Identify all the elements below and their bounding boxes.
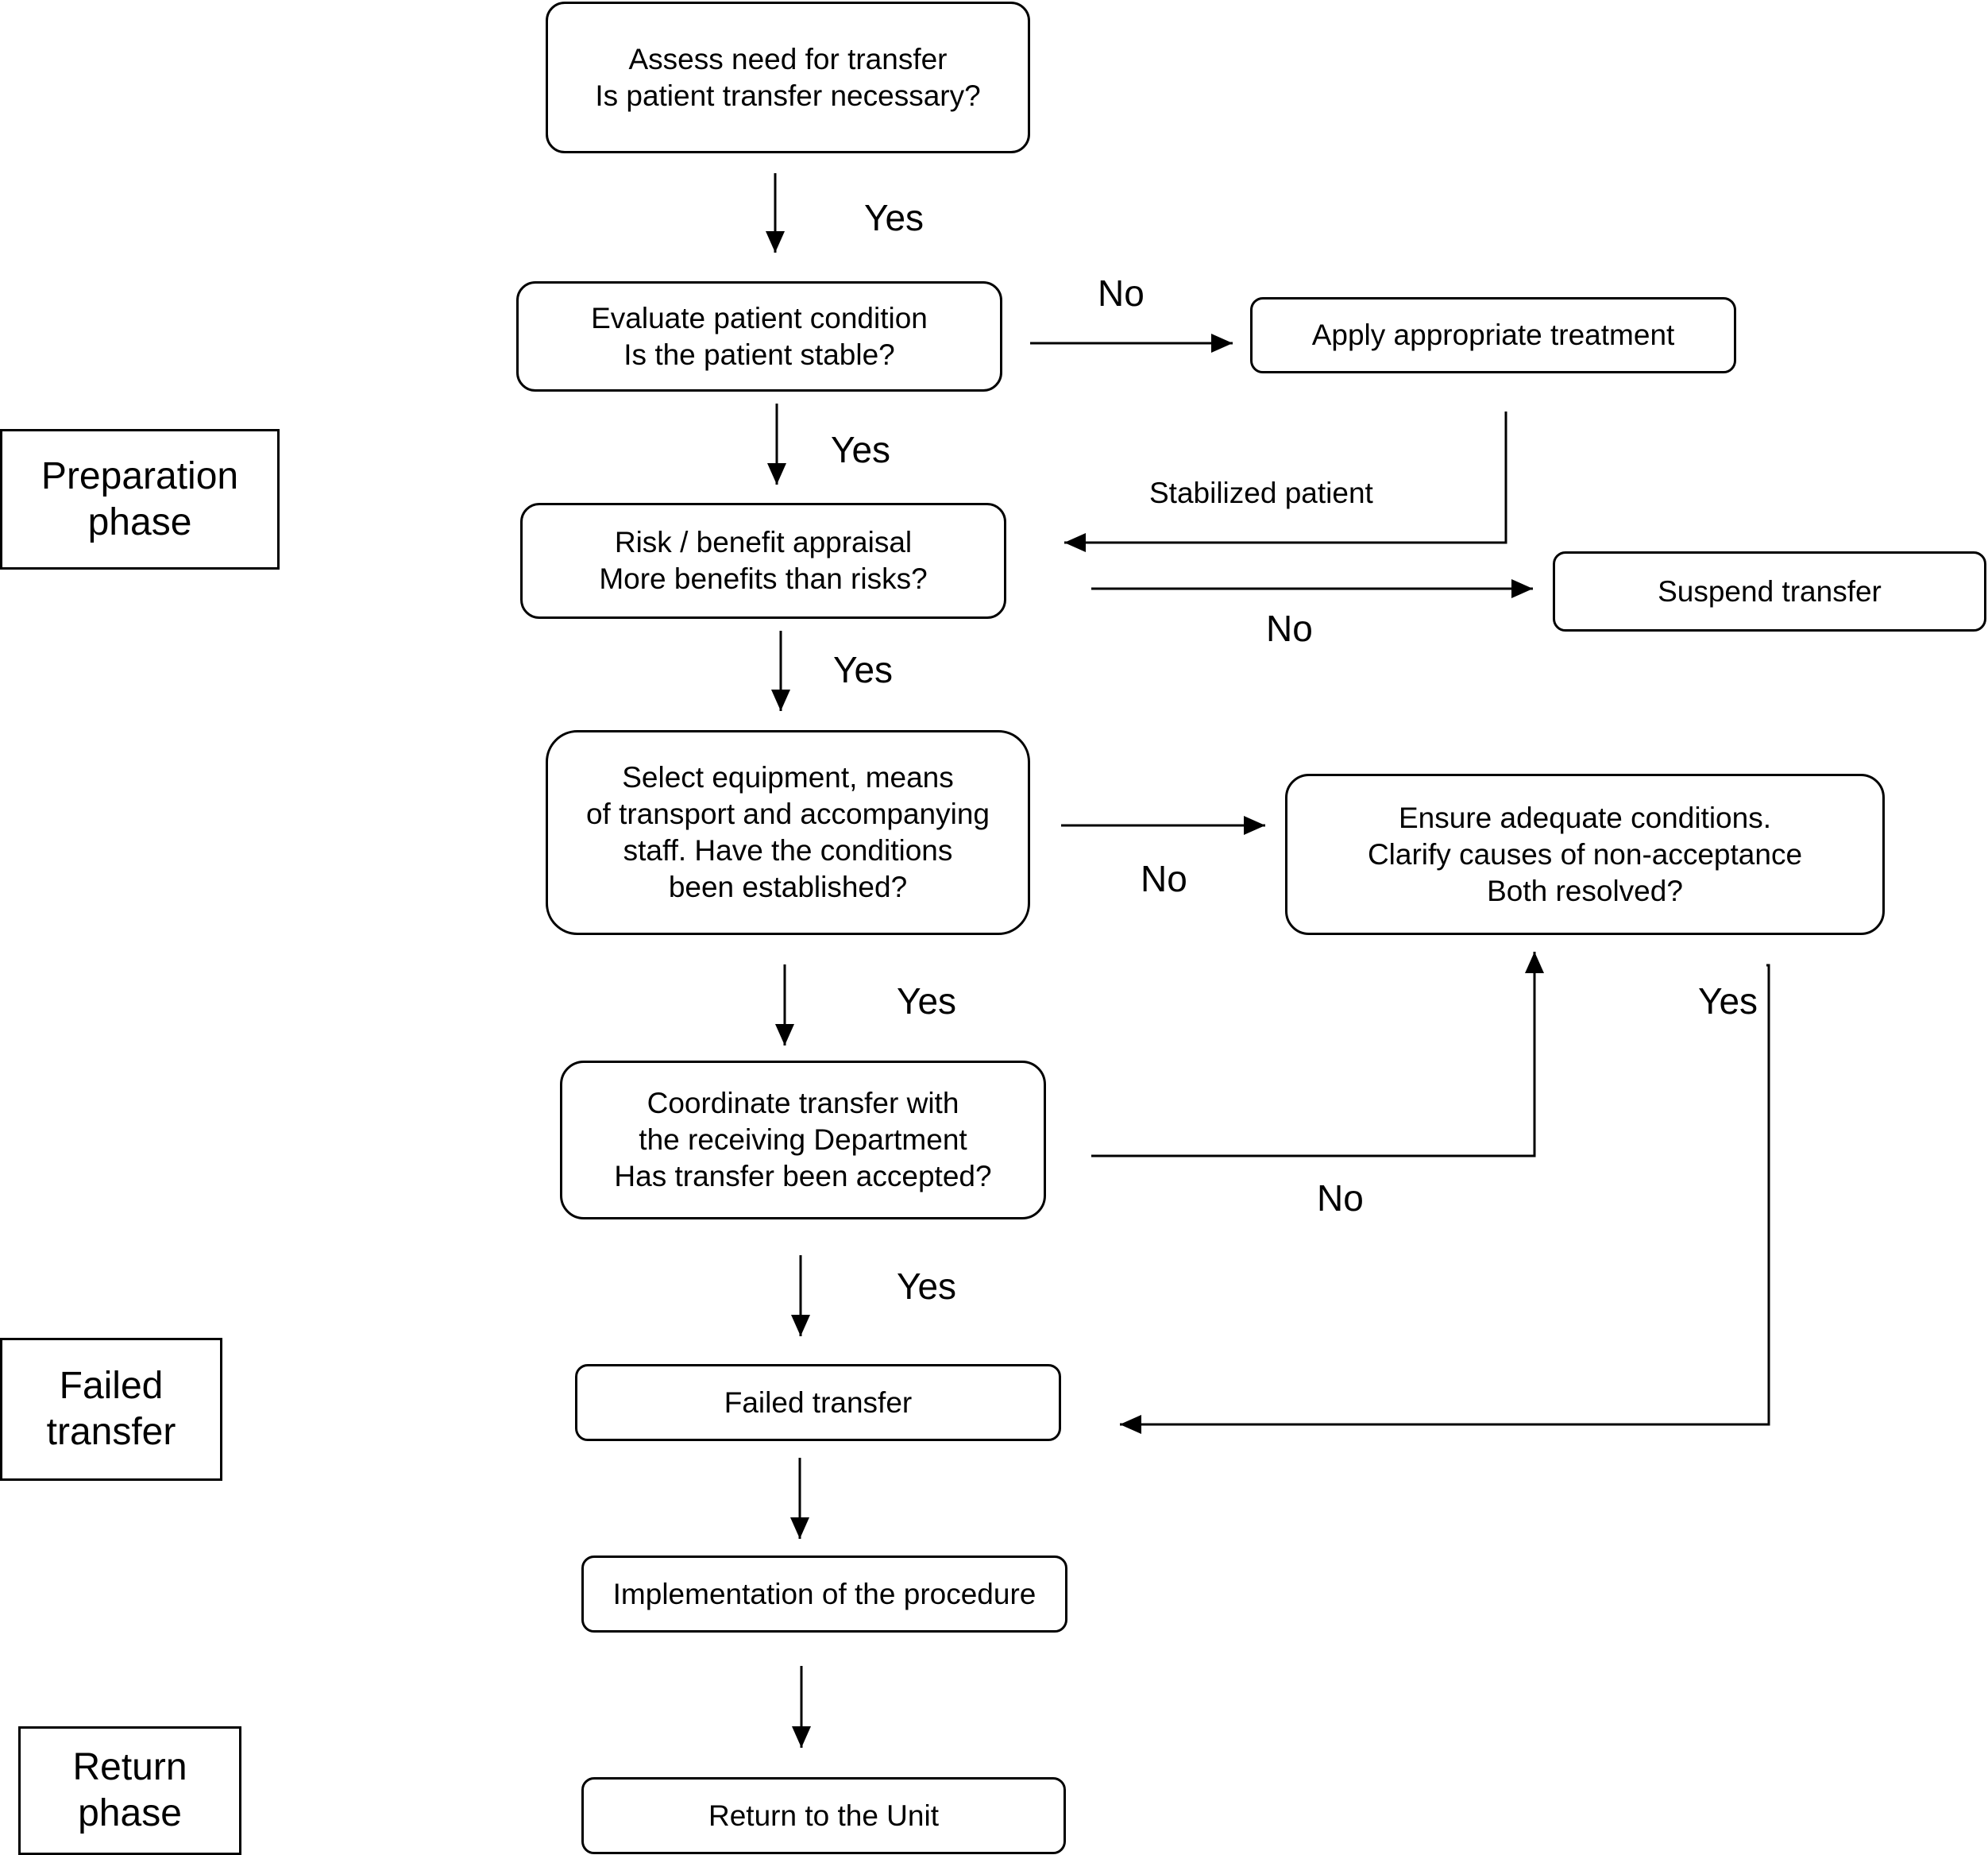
node-apply-treatment: Apply appropriate treatment [1250,297,1736,373]
edge-label-no: No [1098,272,1145,314]
node-text-line: Clarify causes of non-acceptance [1367,837,1803,871]
phase-text-line: transfer [46,1411,176,1453]
phase-text-line: phase [87,500,192,543]
edge-label-yes: Yes [1698,980,1758,1022]
node-text-line: Failed transfer [724,1385,913,1419]
node-text-line: Ensure adequate conditions. [1398,801,1771,834]
edge-label-stabilized-patient: Stabilized patient [1149,477,1373,509]
node-text-line: Both resolved? [1487,874,1683,907]
node-ensure-conditions: Ensure adequate conditions. Clarify caus… [1285,774,1885,935]
node-text-line: the receiving Department [639,1123,967,1156]
node-assess-need: Assess need for transfer Is patient tran… [546,2,1030,153]
edge-label-yes: Yes [833,649,894,690]
node-select-equipment: Select equipment, means of transport and… [546,730,1030,935]
node-text-line: been established? [668,871,908,903]
phase-text-line: Preparation [41,454,239,497]
edge-label-yes: Yes [864,197,925,238]
node-text-line: Assess need for transfer [628,42,948,75]
node-text-line: More benefits than risks? [599,562,928,595]
edge-label-no: No [1317,1177,1364,1219]
node-suspend-transfer: Suspend transfer [1553,551,1986,632]
node-text-line: Is the patient stable? [623,338,895,371]
arrow-treatment-to-risk [1064,412,1507,552]
node-text-line: of transport and accompanying [585,798,990,830]
node-text-line: Implementation of the procedure [612,1577,1036,1610]
node-text-line: Suspend transfer [1658,574,1882,608]
node-text-line: Select equipment, means [622,761,954,794]
phase-return: Return phase [18,1726,241,1855]
node-risk-benefit: Risk / benefit appraisal More benefits t… [520,503,1006,619]
node-coordinate-transfer: Coordinate transfer with the receiving D… [560,1061,1046,1219]
edge-label-no: No [1266,608,1313,649]
arrow-ensure-to-failed [1120,964,1770,1434]
node-text-line: Risk / benefit appraisal [614,526,913,558]
phase-text-line: Failed [59,1365,164,1407]
edge-label-yes: Yes [897,1266,957,1307]
node-implementation: Implementation of the procedure [581,1555,1067,1633]
phase-text-line: phase [78,1792,182,1834]
node-failed-transfer: Failed transfer [575,1364,1061,1441]
phase-preparation: Preparation phase [0,429,280,570]
node-text-line: Is patient transfer necessary? [595,79,981,112]
node-text-line: Return to the Unit [708,1799,939,1832]
phase-failed-transfer: Failed transfer [0,1338,222,1481]
node-text-line: Has transfer been accepted? [614,1160,992,1192]
node-text-line: staff. Have the conditions [623,834,953,867]
edge-label-no: No [1141,858,1187,899]
edge-label-yes: Yes [831,429,891,470]
arrow-coordinate-to-ensure [1091,952,1544,1157]
node-return-to-unit: Return to the Unit [581,1777,1066,1854]
edge-label-yes: Yes [897,980,957,1022]
node-text-line: Coordinate transfer with [647,1087,959,1119]
node-text-line: Apply appropriate treatment [1311,319,1675,351]
node-evaluate-condition: Evaluate patient condition Is the patien… [516,281,1002,392]
phase-text-line: Return [72,1746,187,1788]
node-text-line: Evaluate patient condition [591,301,928,334]
